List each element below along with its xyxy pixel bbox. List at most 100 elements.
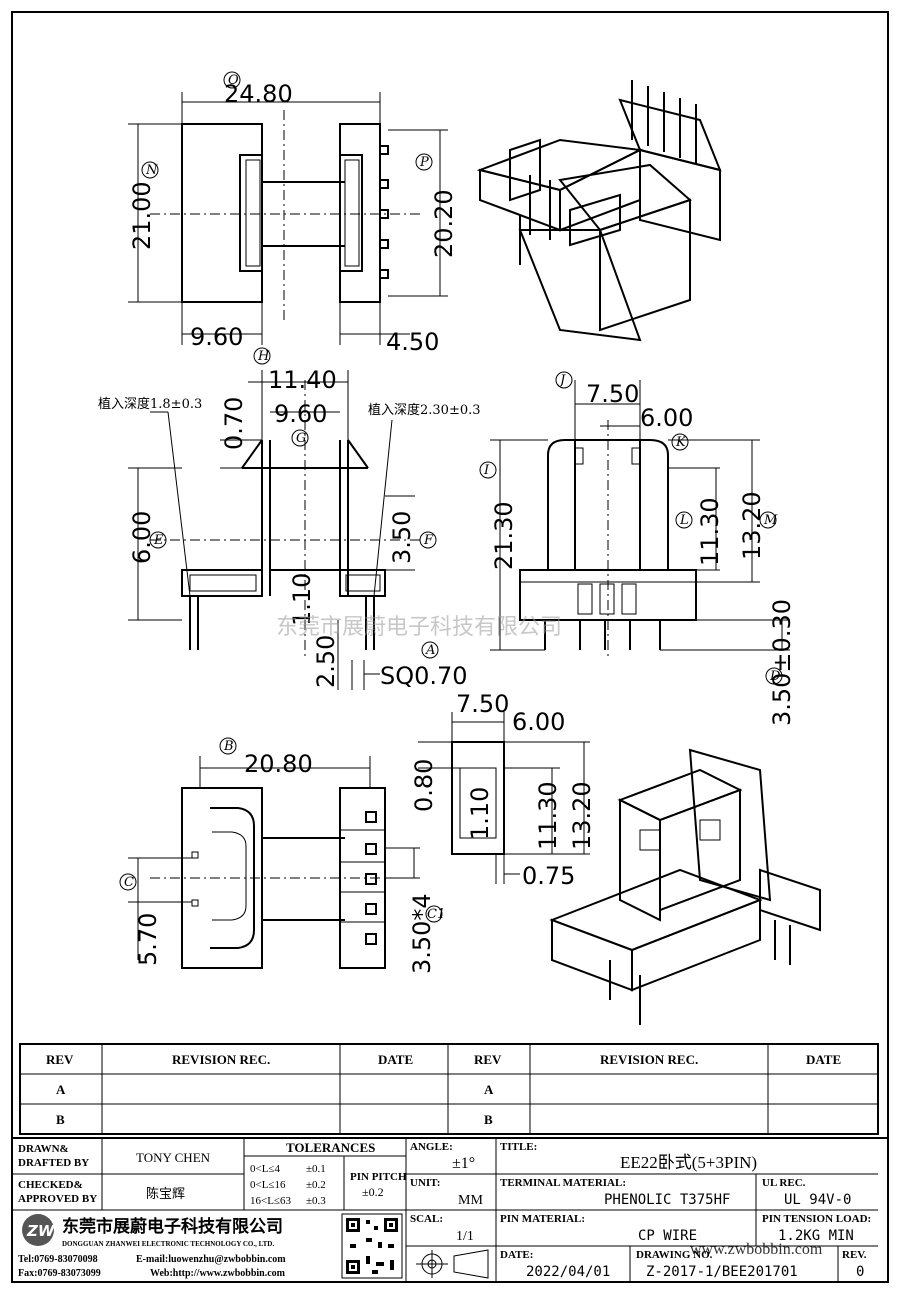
dim-sq0-70: SQ0.70 [380, 662, 468, 690]
unit-value: MM [458, 1193, 483, 1208]
angle-label: ANGLE: [410, 1141, 453, 1153]
bubble-e: E [153, 533, 164, 548]
bubble-l: L [679, 513, 689, 528]
drawing-no-value: Z-2017-1/BEE201701 [646, 1264, 798, 1280]
svg-text:ZW: ZW [26, 1222, 56, 1240]
dim-0-70: 0.70 [220, 397, 248, 450]
date-header-right: DATE [806, 1052, 841, 1067]
pin-material-value: CP WIRE [638, 1228, 697, 1244]
pin-pitch-label: PIN PITCH [350, 1171, 407, 1183]
tol-value-1: ±0.1 [306, 1163, 326, 1175]
terminal-material-label: TERMINAL MATERIAL: [500, 1177, 626, 1189]
dim-24-80: 24.80 [224, 80, 293, 108]
dim-6-00-side: 6.00 [128, 511, 156, 564]
front-view: 7.50 6.00 21.30 11.30 13.20 3.50±0.30 J … [479, 371, 796, 726]
isometric-view-top [476, 80, 722, 342]
note-depth-left: 植入深度1.8±0.3 [98, 396, 202, 412]
top-view-pins [379, 145, 389, 279]
corner-watermark: www.zwbobbin.com [690, 1241, 823, 1258]
dim-11-30-front: 11.30 [696, 497, 724, 566]
dim-7-50-front: 7.50 [586, 380, 639, 408]
dim-6-00-front: 6.00 [640, 404, 693, 432]
company-email: E-mail:luowenzhu@zwbobbin.com [136, 1254, 286, 1265]
bubble-c: C [124, 875, 134, 890]
dim-0-80: 0.80 [410, 759, 438, 812]
bubble-f: F [423, 533, 434, 548]
tol-range-2: 0<L≤16 [250, 1179, 286, 1191]
revision-rec-header-right: REVISION REC. [600, 1052, 698, 1067]
dim-20-20: 20.20 [430, 189, 458, 258]
checked-value: 陈宝辉 [146, 1186, 185, 1201]
dim-3-50-side: 3.50 [388, 511, 416, 564]
dim-20-80: 20.80 [244, 750, 313, 778]
bubble-d: D [769, 669, 781, 684]
qr-code-icon [341, 1213, 403, 1279]
pin-pitch-value: ±0.2 [362, 1185, 384, 1199]
title-label: TITLE: [500, 1141, 537, 1153]
company-logo-icon: ZW [22, 1214, 56, 1246]
dim-9-60-side: 9.60 [274, 400, 327, 428]
scale-label: SCAL: [410, 1213, 443, 1225]
company-name-cn: 东莞市展蔚电子科技有限公司 [62, 1216, 283, 1236]
dim-4-50: 4.50 [386, 328, 439, 356]
drawing-no-label: DRAWING NO. [636, 1249, 713, 1261]
angle-value: ±1° [452, 1155, 475, 1172]
scale-value: 1/1 [456, 1229, 474, 1244]
title-value: EE22卧式(5+3PIN) [620, 1153, 757, 1172]
dim-0-75: 0.75 [522, 862, 575, 890]
bottom-view-pins [365, 811, 377, 945]
rev-row-a-left: A [56, 1082, 66, 1097]
date-value: 2022/04/01 [526, 1264, 610, 1280]
pin-tension-value: 1.2KG MIN [778, 1228, 854, 1244]
title-block: DRAWN& DRAFTED BY TONY CHEN CHECKED& APP… [11, 1137, 889, 1283]
pin-tension-label: PIN TENSION LOAD: [762, 1213, 871, 1225]
top-view: 24.80 21.00 20.20 9.60 4.50 O N P [128, 71, 458, 356]
tol-range-1: 0<L≤4 [250, 1163, 280, 1175]
date-label: DATE: [500, 1249, 533, 1261]
revision-table: REV REVISION REC. DATE REV REVISION REC.… [19, 1043, 879, 1135]
dim-11-40: 11.40 [268, 366, 337, 394]
projection-symbol-icon [416, 1249, 489, 1279]
dim-13-20-detail: 13.20 [568, 781, 596, 850]
rev-row-a-right: A [484, 1082, 494, 1097]
tol-value-2: ±0.2 [306, 1179, 326, 1191]
dim-21-30: 21.30 [490, 501, 518, 570]
rev-header-right: REV [474, 1052, 502, 1067]
bubble-i: I [483, 463, 490, 478]
bubble-g: G [296, 431, 306, 446]
side-view: 11.40 9.60 0.70 6.00 3.50 1.10 2.50 SQ0.… [98, 347, 481, 690]
unit-label: UNIT: [410, 1177, 440, 1189]
company-tel: Tel:0769-83070098 [18, 1254, 98, 1265]
drawn-label-2: DRAFTED BY [18, 1157, 89, 1169]
drawn-label-1: DRAWN& [18, 1143, 69, 1155]
rev-row-b-right: B [484, 1112, 493, 1127]
watermark: 东莞市展蔚电子科技有限公司 [276, 615, 562, 640]
bubble-a: A [425, 643, 435, 658]
rev-value-tb: 0 [856, 1264, 864, 1280]
date-header-left: DATE [378, 1052, 413, 1067]
drawn-value: TONY CHEN [136, 1150, 211, 1165]
rev-label-tb: REV. [842, 1249, 867, 1261]
dim-13-20-front: 13.20 [738, 491, 766, 560]
bubble-b: B [223, 739, 234, 754]
dim-1-10-side: 1.10 [288, 573, 316, 626]
bottom-view: 20.80 5.70 3.50*4 B C C1 [119, 737, 445, 974]
isometric-view-bottom [549, 748, 821, 1025]
dim-1-10-detail: 1.10 [466, 787, 494, 840]
dim-3-50x4: 3.50*4 [408, 893, 436, 974]
note-depth-right: 植入深度2.30±0.3 [368, 402, 481, 418]
dim-3-50-tol: 3.50±0.30 [768, 599, 796, 726]
tol-value-3: ±0.3 [306, 1195, 326, 1207]
ul-rec-value: UL 94V-0 [784, 1192, 851, 1208]
tol-range-3: 16<L≤63 [250, 1195, 291, 1207]
pin-material-label: PIN MATERIAL: [500, 1213, 585, 1225]
detail-view: 7.50 6.00 0.80 1.10 11.30 13.20 0.75 [410, 690, 596, 890]
ul-rec-label: UL REC. [762, 1177, 806, 1189]
bubble-j: J [557, 373, 566, 388]
bubble-c1: C1 [427, 907, 445, 922]
bubble-n: N [145, 163, 158, 178]
checked-label-2: APPROVED BY [18, 1193, 97, 1205]
bubble-o: O [228, 73, 239, 88]
checked-label-1: CHECKED& [18, 1179, 83, 1191]
